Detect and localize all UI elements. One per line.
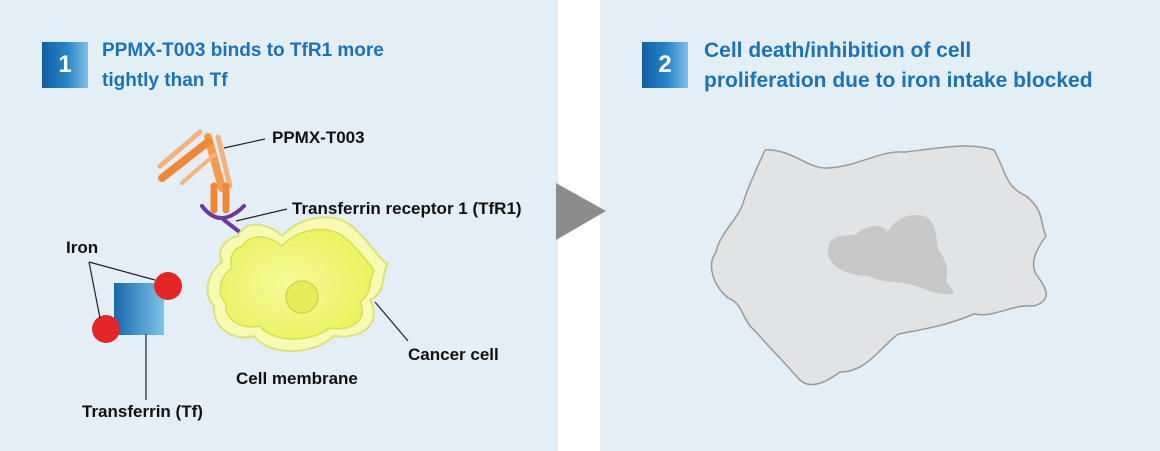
transferrin-label: Transferrin (Tf) [82,402,203,421]
cancer-cell-icon [206,216,389,352]
iron-label: Iron [66,238,99,257]
iron-icon [154,272,182,300]
step2-title: Cell death/inhibition of cell proliferat… [704,36,1093,96]
step2-title-line1: Cell death/inhibition of cell [704,39,972,62]
transition-arrow [556,183,606,240]
step1-title: PPMX-T003 binds to TfR1 more tightly tha… [102,36,384,96]
cell-membrane-label: Cell membrane [236,369,358,388]
receptor-label: Transferrin receptor 1 (TfR1) [292,199,522,218]
antibody-label: PPMX-T003 [272,128,365,147]
dead-nucleus-icon [827,214,954,295]
step1-panel [0,0,558,451]
step2-badge: 2 [642,42,688,88]
nucleus-icon [285,280,319,314]
dead-cell-icon [710,145,1047,386]
step1-badge: 1 [42,42,88,88]
iron-icon [92,315,120,343]
leader-lines [88,138,409,400]
antibody-icon [157,129,233,214]
step1-title-line1: PPMX-T003 binds to TfR1 more [102,40,384,61]
cancer-cell-label: Cancer cell [408,345,499,364]
step1-title-line2: tightly than Tf [102,70,228,91]
step2-title-line2: proliferation due to iron intake blocked [704,69,1093,92]
